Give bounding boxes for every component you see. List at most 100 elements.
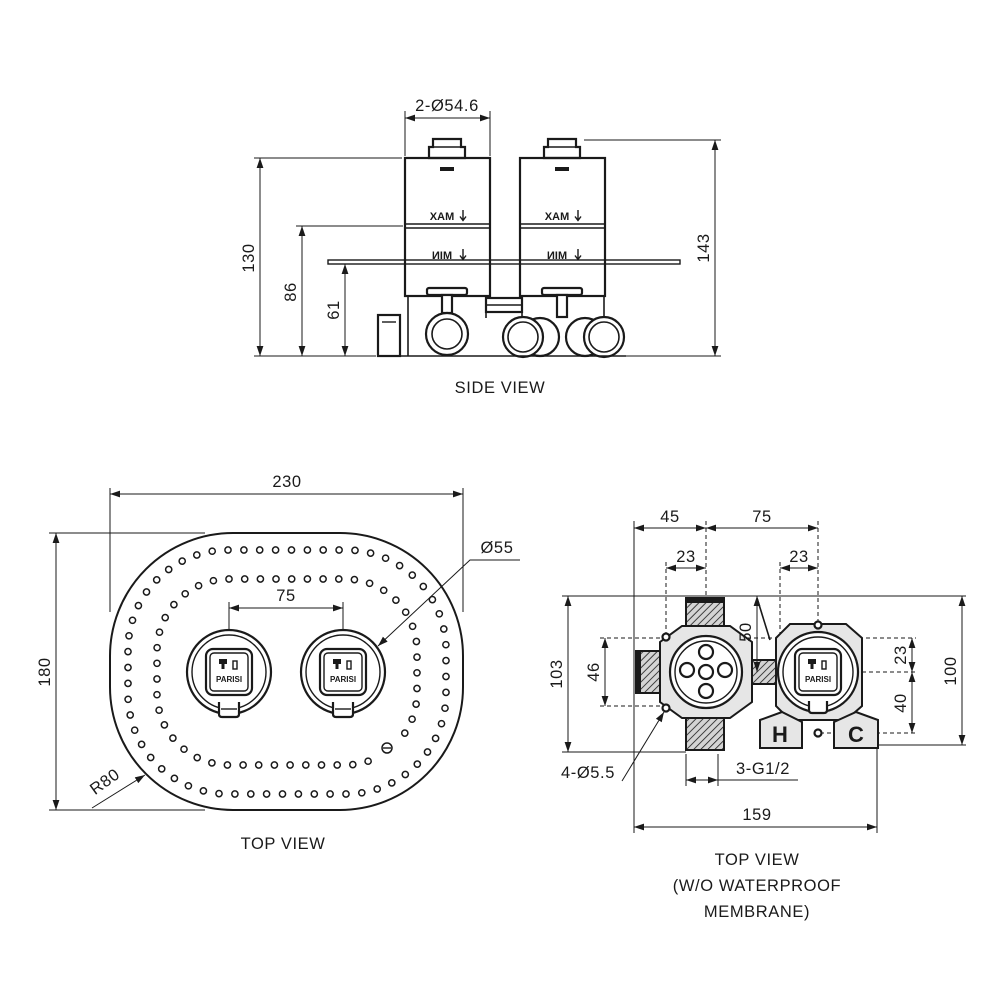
perforation-dot	[239, 761, 247, 769]
dim-45-label: 45	[660, 508, 680, 526]
perforation-dot	[152, 576, 161, 584]
perforation-dot	[124, 647, 132, 656]
cartridge-body	[403, 156, 492, 298]
tap-icon	[808, 659, 827, 670]
perforation-dot	[326, 790, 334, 798]
indicator-mark	[440, 167, 454, 171]
top-view: PARISI PARISI 230	[36, 473, 520, 853]
button-tab	[807, 701, 829, 715]
perforation-dot	[157, 765, 166, 773]
radius-label: R80	[87, 765, 124, 798]
down-arrow-icon	[459, 249, 467, 261]
button-face	[793, 647, 843, 697]
perforation-dot	[442, 688, 450, 697]
perforation-dot	[400, 729, 409, 737]
perforation-dot	[178, 557, 187, 565]
perforation-dot	[431, 734, 440, 743]
button-face-inner	[798, 652, 838, 692]
perforation-dot	[246, 790, 255, 798]
perforation-dot	[164, 565, 173, 574]
top-extension-lines	[49, 488, 464, 811]
body-view-title-line-3: MEMBRANE)	[704, 903, 810, 921]
indicator-mark	[555, 167, 569, 171]
radius-leader	[91, 774, 146, 809]
perforation-dot	[333, 761, 342, 769]
perforation-dot	[124, 663, 132, 672]
valve-port	[697, 663, 715, 681]
button-diameter-leader	[377, 559, 520, 647]
perforation-dot	[240, 546, 248, 554]
cartridge-body	[518, 156, 607, 298]
dim-159-label: 159	[742, 806, 771, 824]
perforation-dot	[193, 753, 202, 762]
perforation-dot	[254, 761, 263, 769]
mounting-hole	[813, 728, 823, 738]
perforation-dot	[142, 588, 151, 596]
perforation-dot	[278, 790, 287, 798]
cartridge-left: MAX MIN	[403, 137, 492, 298]
dim-46-label: 46	[585, 662, 603, 682]
perforation-dot	[294, 790, 303, 798]
perforation-dot	[401, 770, 410, 779]
perforation-dot	[128, 616, 137, 625]
mounting-hole	[813, 620, 823, 630]
button-diameter-label: Ø55	[481, 539, 514, 557]
side-dimensions: 2-Ø54.6 130 86 61 143	[240, 97, 719, 356]
diameter-dimension-label: 2-Ø54.6	[415, 97, 479, 115]
perforation-dot	[125, 631, 133, 640]
body-dimensions: 45 75 23 23 50 103 46 23 40 100 159 3-G	[548, 508, 966, 831]
perforation-dot	[442, 656, 450, 665]
perforation-dot	[124, 679, 132, 688]
perforation-dot	[437, 719, 446, 728]
down-arrow-icon	[574, 210, 582, 222]
perforation-dots	[124, 546, 450, 798]
perforation-dot	[435, 609, 444, 618]
perforation-dot	[137, 740, 146, 749]
perforation-dot	[155, 706, 163, 715]
screw-icon	[381, 742, 393, 754]
valve-port	[716, 661, 734, 679]
perforation-dot	[231, 790, 239, 798]
perforation-dot	[153, 690, 161, 699]
perforation-dot	[408, 571, 417, 579]
height-86-label: 86	[282, 282, 300, 302]
perforation-dot	[442, 640, 450, 649]
perforation-dot	[357, 788, 366, 797]
height-130-label: 130	[240, 243, 258, 272]
perforation-dot	[153, 659, 161, 668]
button-face-inner	[209, 652, 249, 692]
perforation-dot	[181, 589, 190, 598]
dim-23-left-label: 23	[676, 548, 696, 566]
perforation-dot	[208, 759, 216, 767]
perforation-dot	[272, 575, 280, 583]
perforation-dot	[224, 546, 232, 554]
max-label: MAX	[544, 211, 569, 223]
max-label: MAX	[429, 211, 454, 223]
valve-body-top	[635, 597, 781, 751]
height-61-label: 61	[325, 300, 343, 320]
lever-stem	[555, 293, 569, 319]
down-arrow-icon	[574, 249, 582, 261]
cold-label: C	[848, 722, 864, 747]
side-view-title: SIDE VIEW	[455, 379, 546, 397]
perforation-dot	[134, 601, 143, 610]
hot-inlet-block	[759, 710, 803, 749]
perforation-dot	[413, 653, 421, 661]
outlet-pipe-bore	[431, 318, 463, 350]
perforation-dot	[170, 774, 179, 783]
perforation-dot	[317, 761, 326, 769]
tap-icon	[219, 659, 238, 670]
perforation-dot	[153, 643, 161, 652]
perforation-dot	[412, 637, 421, 646]
mounting-hole	[661, 632, 671, 642]
perforation-dot	[180, 745, 188, 754]
perforation-dot	[126, 711, 135, 719]
thread-label: 3-G1/2	[736, 760, 790, 778]
body-top-view: H C PARISI 45 75 23	[548, 508, 966, 921]
perforation-dot	[287, 546, 296, 554]
body-view-title-line-2: (W/O WATERPROOF	[673, 877, 841, 895]
dim-50-label: 50	[737, 622, 755, 642]
perforation-dot	[319, 575, 327, 583]
perforation-dot	[395, 561, 404, 570]
